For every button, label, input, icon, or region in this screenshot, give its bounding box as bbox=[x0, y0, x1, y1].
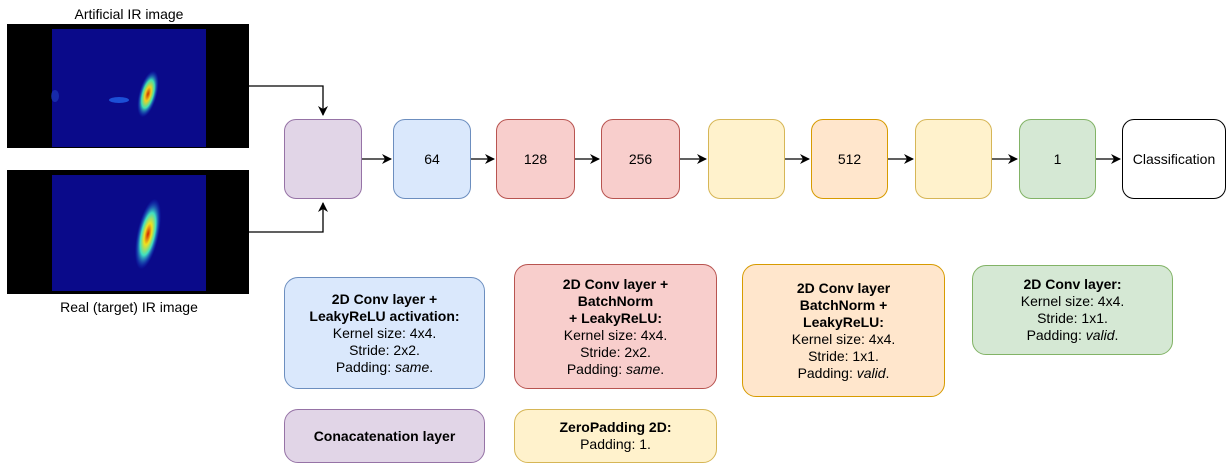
conv-64-label: 64 bbox=[424, 151, 440, 167]
zeropad-node-1 bbox=[708, 119, 785, 199]
legend-red-title-1: 2D Conv layer + bbox=[562, 275, 669, 292]
legend-blue-title-2: LeakyReLU activation: bbox=[309, 307, 460, 324]
conv-128-node: 128 bbox=[496, 119, 575, 199]
arrow-real-to-concat bbox=[249, 202, 328, 233]
legend-red-kernel: Kernel size: 4x4. bbox=[563, 326, 668, 343]
legend-red-title-3: + LeakyReLU: bbox=[569, 309, 662, 326]
legend-orange-kernel: Kernel size: 4x4. bbox=[791, 330, 896, 347]
legend-conv-batchnorm-leakyrelu: 2D Conv layer + BatchNorm + LeakyReLU: K… bbox=[514, 264, 717, 389]
legend-zeropadding: ZeroPadding 2D: Padding: 1. bbox=[514, 409, 717, 463]
legend-yellow-padding: Padding: 1. bbox=[580, 436, 651, 452]
legend-red-stride: Stride: 2x2. bbox=[580, 343, 651, 360]
artificial-image-caption: Artificial IR image bbox=[74, 6, 184, 22]
classification-label: Classification bbox=[1132, 151, 1216, 167]
zeropad-node-2 bbox=[915, 119, 992, 199]
conv-1-label: 1 bbox=[1053, 151, 1062, 167]
conv-512-node: 512 bbox=[811, 119, 888, 199]
artificial-ir-image bbox=[7, 24, 249, 148]
legend-orange-title-1: 2D Conv layer bbox=[796, 279, 891, 296]
legend-orange-padding: Padding: valid. bbox=[797, 364, 890, 381]
legend-green-title-1: 2D Conv layer: bbox=[1023, 276, 1122, 292]
legend-green-padding: Padding: valid. bbox=[1026, 327, 1119, 343]
legend-green-kernel: Kernel size: 4x4. bbox=[1020, 293, 1125, 309]
conv-256-node: 256 bbox=[601, 119, 680, 199]
legend-blue-padding: Padding: same. bbox=[335, 358, 434, 375]
legend-orange-title-3: LeakyReLU: bbox=[803, 313, 884, 330]
legend-purple-title: Conacatenation layer bbox=[313, 427, 456, 444]
legend-green-stride: Stride: 1x1. bbox=[1037, 310, 1108, 326]
legend-blue-title-1: 2D Conv layer + bbox=[331, 290, 438, 307]
legend-blue-kernel: Kernel size: 4x4. bbox=[332, 324, 437, 341]
legend-yellow-title: ZeroPadding 2D: bbox=[559, 419, 672, 435]
legend-red-padding: Padding: same. bbox=[566, 360, 665, 377]
conv-64-node: 64 bbox=[393, 119, 471, 199]
conv-128-label: 128 bbox=[523, 151, 548, 167]
legend-conv-leakyrelu: 2D Conv layer + LeakyReLU activation: Ke… bbox=[284, 277, 485, 389]
concatenation-node bbox=[284, 119, 362, 199]
legend-red-title-2: BatchNorm bbox=[577, 292, 654, 309]
conv-1-node: 1 bbox=[1019, 119, 1096, 199]
arrow-artificial-to-concat bbox=[249, 85, 328, 116]
real-ir-image bbox=[7, 170, 249, 294]
legend-concatenation: Conacatenation layer bbox=[284, 409, 485, 463]
legend-conv-final: 2D Conv layer: Kernel size: 4x4. Stride:… bbox=[972, 265, 1173, 355]
real-image-caption: Real (target) IR image bbox=[60, 299, 198, 315]
conv-256-label: 256 bbox=[628, 151, 653, 167]
legend-orange-stride: Stride: 1x1. bbox=[808, 347, 879, 364]
conv-512-label: 512 bbox=[837, 151, 862, 167]
legend-conv-batchnorm-leakyrelu-valid: 2D Conv layer BatchNorm + LeakyReLU: Ker… bbox=[742, 264, 945, 397]
legend-orange-title-2: BatchNorm + bbox=[799, 296, 888, 313]
classification-node: Classification bbox=[1122, 119, 1226, 199]
legend-blue-stride: Stride: 2x2. bbox=[349, 341, 420, 358]
